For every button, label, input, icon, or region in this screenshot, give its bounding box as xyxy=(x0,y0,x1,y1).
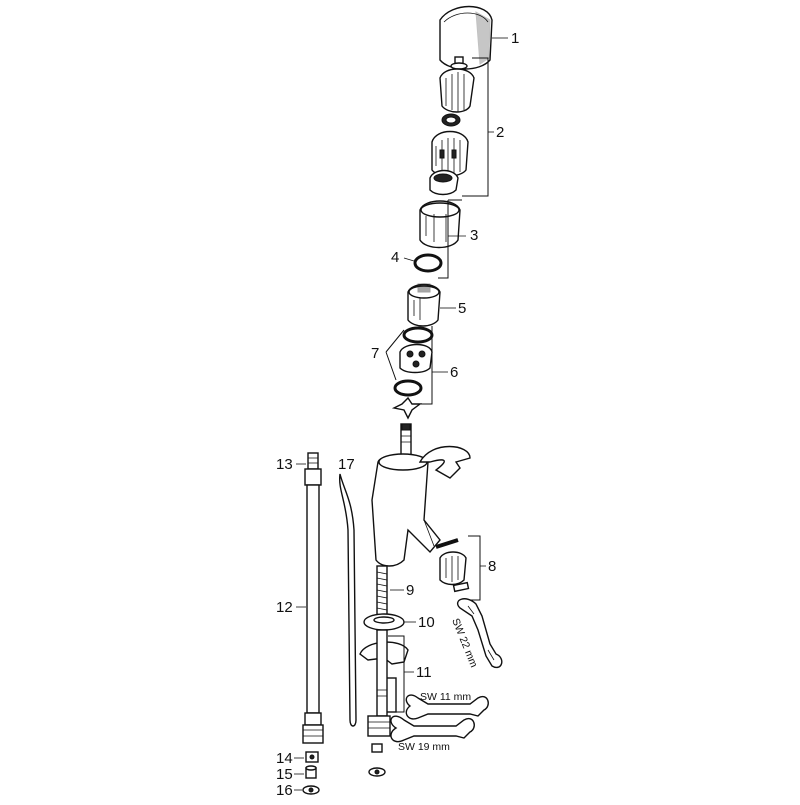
wrench-19-label: SW 19 mm xyxy=(398,741,450,753)
part-11-mounting-plate xyxy=(359,629,409,717)
callout-10: 10 xyxy=(418,614,435,631)
bracket-6 xyxy=(420,326,433,405)
mixer-tap-body xyxy=(371,453,441,567)
callout-11: 11 xyxy=(416,664,432,681)
callout-17: 17 xyxy=(338,456,355,473)
callout-8: 8 xyxy=(488,558,496,575)
callout-15: 15 xyxy=(276,766,293,783)
callout-1: 1 xyxy=(511,30,519,47)
leader-7 xyxy=(385,329,405,381)
part-14-fitting xyxy=(305,751,319,763)
bracket-3 xyxy=(438,199,462,279)
wrench-19-icon xyxy=(390,715,475,743)
part-10-washer xyxy=(363,613,405,631)
bracket-8 xyxy=(468,535,481,601)
wrench-11-icon xyxy=(405,694,489,720)
callout-3: 3 xyxy=(470,227,478,244)
part-8-aerator xyxy=(435,538,470,593)
part-3-cylinder xyxy=(419,200,461,249)
retaining-clip xyxy=(418,445,471,479)
callout-6: 6 xyxy=(450,364,458,381)
callout-5: 5 xyxy=(458,300,466,317)
bracket-11 xyxy=(388,635,405,713)
callout-14: 14 xyxy=(276,750,293,767)
part-2-cartridge-parts xyxy=(429,56,475,196)
callout-4: 4 xyxy=(391,249,399,266)
part-12-flexible-hose xyxy=(302,452,324,744)
callout-9: 9 xyxy=(406,582,414,599)
part-15-fitting xyxy=(305,765,317,779)
bottom-nut xyxy=(367,715,391,777)
callout-13: 13 xyxy=(276,456,293,473)
callout-labels: 1 2 3 4 5 6 7 8 9 10 11 12 13 14 15 16 1… xyxy=(276,30,519,799)
callout-12: 12 xyxy=(276,599,293,616)
bracket-2 xyxy=(462,57,489,197)
part-17-clip xyxy=(338,473,357,727)
callout-7: 7 xyxy=(371,345,379,362)
callout-2: 2 xyxy=(496,124,504,141)
part-5-valve-body xyxy=(407,283,441,327)
wrench-22-icon xyxy=(457,598,503,669)
part-16-washer xyxy=(302,785,320,795)
spindle xyxy=(400,423,412,459)
part-1-handle-cap xyxy=(439,5,493,70)
wrench-11-label: SW 11 mm xyxy=(420,691,471,703)
callout-16: 16 xyxy=(276,782,293,799)
part-4-o-ring xyxy=(413,253,443,273)
